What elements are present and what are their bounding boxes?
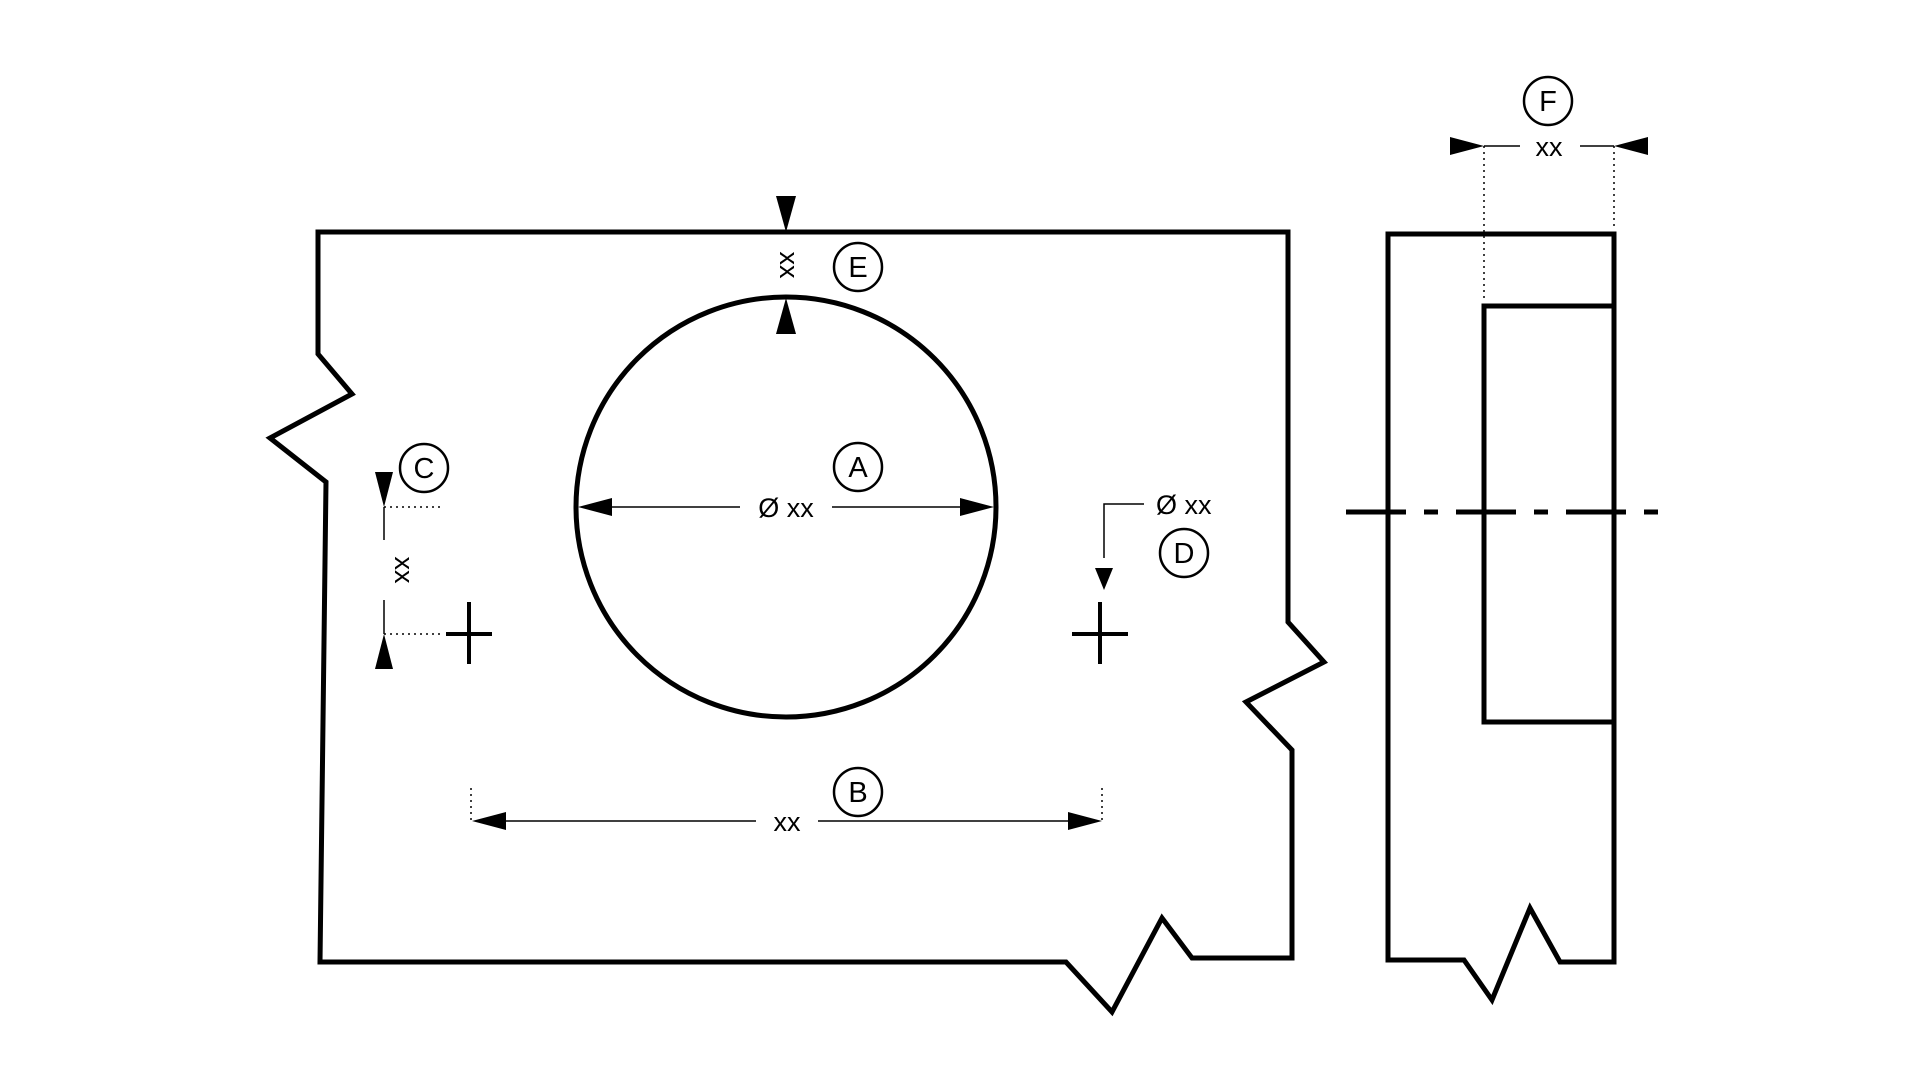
small-hole-diameter-label: Ø xx (1156, 490, 1212, 520)
dimension-f: xx (1450, 132, 1648, 300)
large-hole-diameter-label: Ø xx (758, 493, 814, 523)
counterbore-depth-label: xx (1536, 132, 1564, 162)
svg-text:E: E (848, 252, 867, 284)
dimension-e-arrow-top (776, 196, 796, 232)
dimension-f-arrow-left (1450, 137, 1484, 155)
dimension-d: Ø xx (1095, 490, 1212, 590)
right-hole-center-mark (1072, 602, 1128, 664)
front-view-outline (265, 229, 1329, 1017)
dimension-e-arrow-bottom (776, 298, 796, 334)
edge-offset-label: xx (389, 557, 419, 585)
dimension-a: Ø xx (578, 493, 994, 523)
svg-text:B: B (848, 777, 867, 809)
dimension-b-arrow-left (472, 812, 506, 830)
dimension-c-arrow-bottom (375, 634, 393, 669)
left-hole-center-mark (446, 602, 492, 664)
dimension-c-arrow-top (375, 472, 393, 507)
callout-b: B (832, 766, 884, 818)
svg-text:F: F (1539, 86, 1557, 118)
side-view-outline (1385, 231, 1617, 1006)
side-view: xx (1346, 132, 1674, 1006)
callout-a: A (832, 441, 884, 493)
callout-e: E (832, 241, 884, 293)
front-view: Ø xx xx xx Ø xx (265, 196, 1329, 1017)
dimension-a-arrow-right (960, 498, 994, 516)
callout-d: D (1158, 527, 1210, 579)
dimension-e: xx (774, 196, 804, 334)
dimension-b-arrow-right (1068, 812, 1102, 830)
dimension-a-arrow-left (578, 498, 612, 516)
dimension-b: xx (470, 788, 1103, 837)
svg-text:C: C (414, 453, 435, 485)
callout-c: C (398, 442, 450, 494)
dimension-f-arrow-right (1614, 137, 1648, 155)
large-hole (573, 294, 999, 720)
svg-text:A: A (848, 452, 868, 484)
top-wall-label: xx (774, 252, 804, 280)
dimension-d-arrow (1095, 568, 1113, 590)
callout-f: F (1522, 75, 1574, 127)
hole-spacing-label: xx (774, 807, 802, 837)
dimension-c: xx (375, 472, 440, 669)
svg-text:D: D (1174, 538, 1195, 570)
